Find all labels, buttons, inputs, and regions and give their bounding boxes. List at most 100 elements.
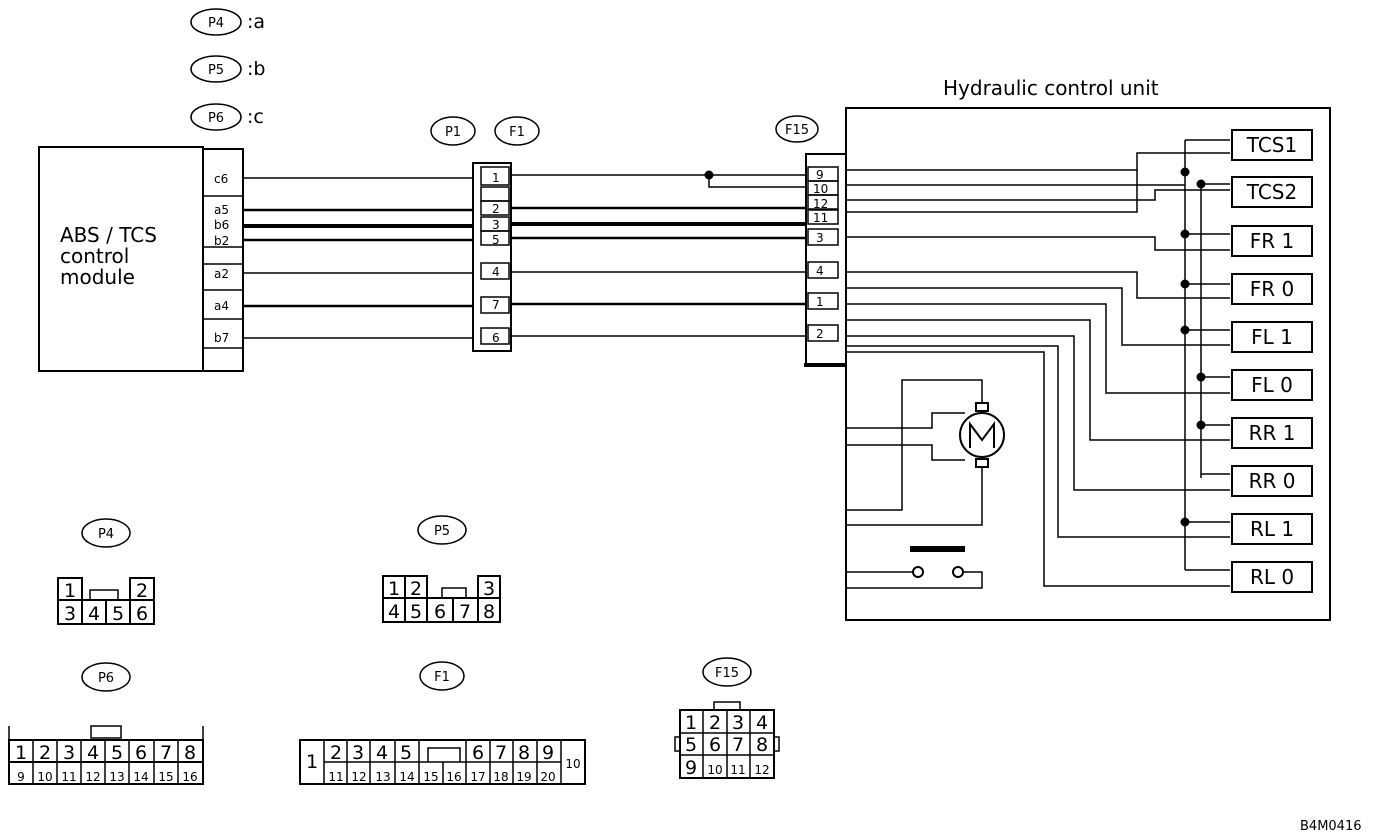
p6-cell-15: 15 <box>158 770 173 784</box>
p6-cell-7: 7 <box>160 742 172 764</box>
mid-pin-1: 1 <box>492 171 500 185</box>
valve-tcs2-label: TCS2 <box>1246 180 1297 204</box>
module-title-line-1: ABS / TCS <box>60 223 157 247</box>
valve-fr0-label: FR 0 <box>1250 277 1294 301</box>
f1-cell-7: 7 <box>495 742 507 764</box>
p6-cell-1: 1 <box>15 742 27 764</box>
f1-cell-5: 5 <box>400 742 412 764</box>
face-p6-tag <box>81 662 131 692</box>
module-pin-b7: b7 <box>214 331 229 345</box>
f1-cell-14: 14 <box>399 770 414 784</box>
p5-cell-1: 1 <box>388 578 400 600</box>
valve-fl1 <box>1231 321 1313 353</box>
f15-pin-9: 9 <box>816 168 824 182</box>
p6-cell-3: 3 <box>63 742 75 764</box>
p5-cell-5: 5 <box>410 601 422 623</box>
legend-tag-p4 <box>190 8 242 36</box>
wires-mid-to-f15 <box>511 170 808 337</box>
p4-cell-2: 2 <box>136 580 148 602</box>
module-pin-a2: a2 <box>214 267 229 281</box>
valve-rl1 <box>1231 513 1313 545</box>
mid-pin-2: 2 <box>492 202 500 216</box>
f15-face-cell-9: 9 <box>685 757 697 779</box>
face-f15-tag <box>702 657 752 687</box>
face-p5: P5 1 2 3 4 5 6 7 8 <box>382 515 501 623</box>
f1-cell-19: 19 <box>516 770 531 784</box>
valve-rr0-label: RR 0 <box>1249 469 1296 493</box>
f1-cell-3: 3 <box>352 742 364 764</box>
f15-face-cell-5: 5 <box>685 734 697 756</box>
p5-cell-6: 6 <box>434 601 446 623</box>
f1-cell-6: 6 <box>472 742 484 764</box>
p5-cell-4: 4 <box>388 601 400 623</box>
face-p4: P4 1 2 3 4 5 6 <box>57 518 155 625</box>
abs-tcs-module: ABS / TCS control module <box>38 146 244 372</box>
p4-cell-6: 6 <box>136 603 148 625</box>
legend-tag-p5 <box>190 55 242 83</box>
legend-label-a: :a <box>247 11 265 33</box>
switch <box>846 546 983 589</box>
f15-face-cell-6: 6 <box>709 734 721 756</box>
f1-cell-13: 13 <box>375 770 390 784</box>
module-pin-b2: b2 <box>214 234 229 248</box>
valve-fr0 <box>1231 273 1313 305</box>
valve-fr1-label: FR 1 <box>1250 229 1294 253</box>
valve-rr0 <box>1231 465 1313 497</box>
module-title-line-3: module <box>60 265 135 289</box>
f1-cell-1: 1 <box>306 751 318 773</box>
valve-fl1-label: FL 1 <box>1251 325 1293 349</box>
p5-cell-7: 7 <box>459 601 471 623</box>
f1-cell-12: 12 <box>351 770 366 784</box>
p6-cell-2: 2 <box>39 742 51 764</box>
p6-cell-9: 9 <box>17 770 25 784</box>
f1-cell-11: 11 <box>328 770 343 784</box>
module-connector-block <box>202 148 244 372</box>
p5-cell-3: 3 <box>483 578 495 600</box>
p6-cell-14: 14 <box>133 770 148 784</box>
f15-pin-1: 1 <box>816 295 824 309</box>
face-p4-tag-text: P4 <box>98 527 114 542</box>
valve-tcs1 <box>1231 129 1313 161</box>
mid-pin-3: 3 <box>492 218 500 232</box>
legend-tag-p6 <box>190 103 242 131</box>
valve-rl0 <box>1231 561 1313 593</box>
valve-tcs2 <box>1231 176 1313 208</box>
f15-connector-body <box>805 153 847 366</box>
motor-icon <box>959 412 1005 458</box>
mid-pin-4: 4 <box>492 265 500 279</box>
f1-cell-10: 10 <box>565 757 580 771</box>
tag-f15 <box>775 115 819 143</box>
figure-code: B4M0416 <box>1300 819 1362 834</box>
f15-pin-12: 12 <box>813 197 828 211</box>
f15-pin-3: 3 <box>816 231 824 245</box>
legend-label-b: :b <box>247 58 265 80</box>
f15-face-cell-4: 4 <box>756 712 768 734</box>
f15-face-cell-10: 10 <box>707 763 722 777</box>
f1-cell-15: 15 <box>423 770 438 784</box>
p4-cell-3: 3 <box>64 603 76 625</box>
f1-cell-8: 8 <box>518 742 530 764</box>
f15-face-cell-8: 8 <box>756 734 768 756</box>
p6-cell-13: 13 <box>109 770 124 784</box>
mid-pin-7: 7 <box>492 298 500 312</box>
legend: P4 :a P5 :b P6 :c <box>190 8 265 131</box>
switch-contact-bar <box>910 546 965 552</box>
module-pin-a5: a5 <box>214 203 229 217</box>
hcu-title: Hydraulic control unit <box>943 76 1159 100</box>
f1-cell-4: 4 <box>376 742 388 764</box>
f15-pin-10: 10 <box>813 182 828 196</box>
tag-f1-text: F1 <box>509 125 525 140</box>
face-p6: P6 1 2 3 4 5 6 7 8 9 10 11 12 13 14 15 1… <box>8 662 204 785</box>
p4-cell-4: 4 <box>88 603 100 625</box>
f15-face-cell-7: 7 <box>732 734 744 756</box>
valve-rl0-label: RL 0 <box>1250 565 1294 589</box>
valve-fl0-label: FL 0 <box>1251 373 1293 397</box>
f15-pin-2: 2 <box>816 327 824 341</box>
face-p6-tag-text: P6 <box>98 671 114 686</box>
f1-cell-2: 2 <box>330 742 342 764</box>
p6-cell-6: 6 <box>135 742 147 764</box>
legend-label-c: :c <box>247 106 264 128</box>
f15-face-cell-11: 11 <box>730 763 745 777</box>
face-f1-tag <box>419 661 465 691</box>
mid-pin-5: 5 <box>492 233 500 247</box>
